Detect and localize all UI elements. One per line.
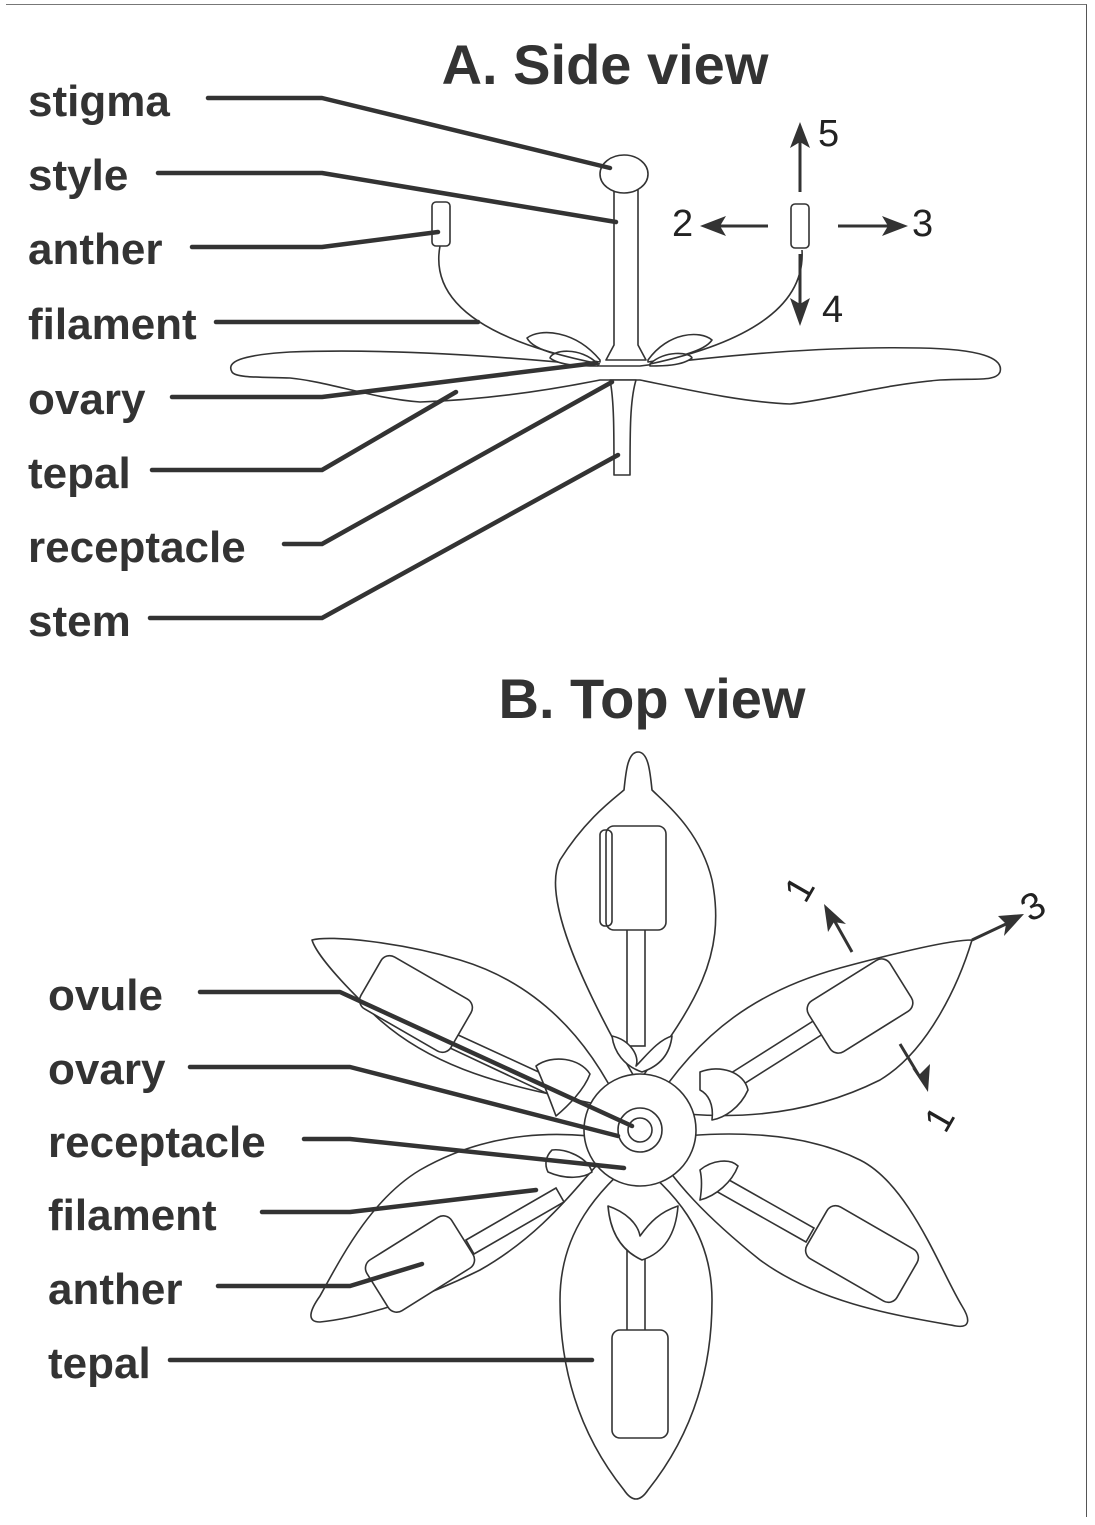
anther-top <box>606 826 666 930</box>
label-ovary-b: ovary <box>48 1045 166 1094</box>
arrow-label-3: 3 <box>912 203 933 245</box>
arrow-label-1-top: 1 <box>777 870 824 909</box>
side-stem <box>610 380 636 475</box>
label-stigma: stigma <box>28 77 170 126</box>
label-anther-b: anther <box>48 1265 182 1314</box>
side-style <box>606 190 646 360</box>
ovule-top <box>628 1118 652 1142</box>
label-receptacle-b: receptacle <box>48 1118 266 1167</box>
arrow-label-1-bottom: 1 <box>917 1100 964 1139</box>
label-ovule: ovule <box>48 971 163 1020</box>
arrow-label-4: 4 <box>822 289 843 331</box>
arrow-label-3-top: 3 <box>1014 884 1053 931</box>
label-filament-a: filament <box>28 300 197 349</box>
label-stem: stem <box>28 597 131 646</box>
label-receptacle-a: receptacle <box>28 523 246 572</box>
side-stigma <box>600 155 648 193</box>
top-view-flower <box>311 752 972 1499</box>
arrow-label-5: 5 <box>818 113 839 155</box>
label-style: style <box>28 151 128 200</box>
label-anther-a: anther <box>28 225 162 274</box>
label-tepal-b: tepal <box>48 1339 151 1388</box>
panel-b-title: B. Top view <box>499 667 806 730</box>
panel-a-title: A. Side view <box>442 33 769 96</box>
label-filament-b: filament <box>48 1191 217 1240</box>
anther-bottom <box>612 1330 668 1438</box>
side-anther-left <box>432 202 450 246</box>
label-tepal-a: tepal <box>28 449 131 498</box>
arrow-label-2: 2 <box>672 203 693 245</box>
side-anther-right <box>791 204 809 248</box>
label-ovary-a: ovary <box>28 375 146 424</box>
